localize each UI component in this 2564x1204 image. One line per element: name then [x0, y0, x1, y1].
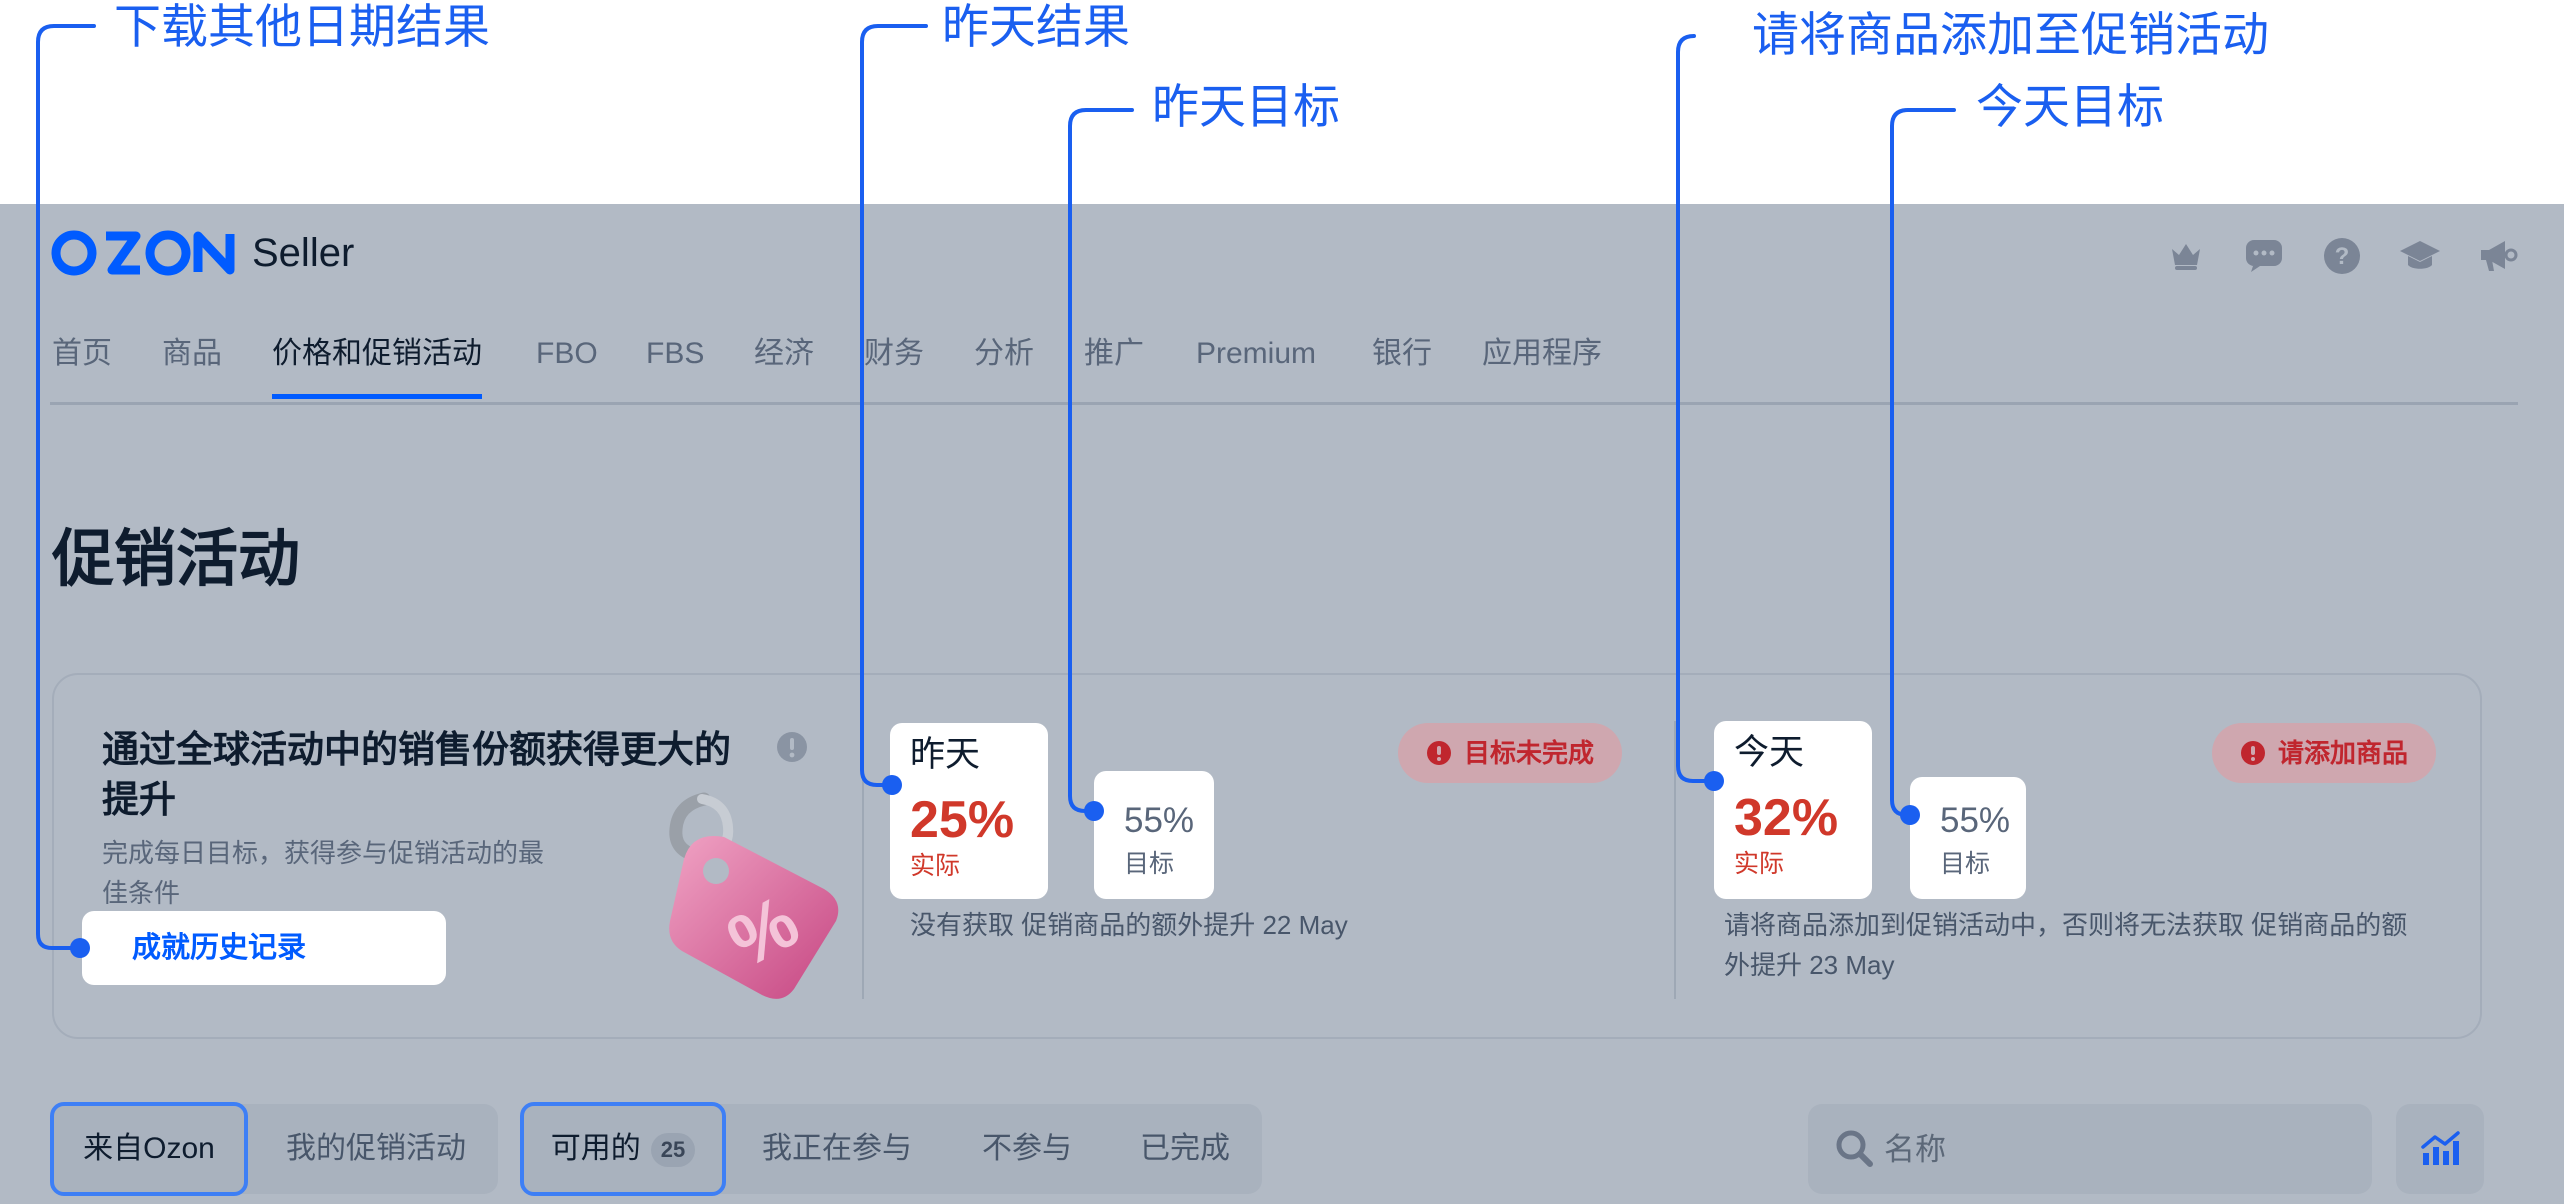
tab-promotion[interactable]: 推广 — [1084, 337, 1144, 370]
tab-participating[interactable]: 我正在参与 — [762, 1132, 912, 1165]
chat-icon[interactable] — [2242, 234, 2286, 278]
goal-not-met-badge: 目标未完成 — [1398, 723, 1623, 783]
yesterday-target-label: 目标 — [1124, 850, 1175, 878]
megaphone-icon[interactable] — [2476, 234, 2520, 278]
tab-bank[interactable]: 银行 — [1372, 337, 1432, 370]
today-actual-value: 32% — [1734, 789, 1839, 847]
tab-fbo[interactable]: FBO — [536, 337, 598, 370]
search-icon — [1834, 1128, 1874, 1173]
tab-not-participating[interactable]: 不参与 — [982, 1132, 1072, 1165]
help-icon[interactable]: ? — [2320, 234, 2364, 278]
page-title: 促销活动 — [52, 525, 301, 594]
tab-my-promotions[interactable]: 我的促销活动 — [286, 1132, 466, 1165]
annotation-add-products: 请将商品添加至促销活动 — [1752, 8, 2269, 61]
yesterday-target-value: 55% — [1124, 801, 1195, 840]
available-count-badge: 25 — [650, 1133, 696, 1168]
chart-icon — [2421, 1131, 2460, 1165]
annotation-yesterday-result: 昨天结果 — [942, 0, 1130, 53]
tab-completed[interactable]: 已完成 — [1140, 1132, 1230, 1165]
discount-tag-illustration: % — [644, 779, 904, 1014]
alert-icon — [2240, 740, 2266, 766]
yesterday-actual-label: 实际 — [910, 852, 961, 880]
yesterday-result-box: 昨天 25% 实际 — [890, 723, 1048, 899]
search-input[interactable] — [1882, 1104, 2356, 1196]
yesterday-label: 昨天 — [910, 735, 981, 774]
yesterday-note: 没有获取 促销商品的额外提升 22 May — [910, 910, 1348, 940]
source-tabs: 来自Ozon 我的促销活动 — [50, 1102, 498, 1196]
add-products-text: 请添加商品 — [2278, 738, 2409, 768]
alert-icon — [1426, 740, 1452, 766]
promo-title: 通过全球活动中的销售份额获得更大的提升 — [102, 729, 731, 820]
tab-analytics[interactable]: 分析 — [974, 337, 1034, 370]
tab-available[interactable]: 可用的 25 — [520, 1102, 726, 1196]
today-note: 请将商品添加到促销活动中，否则将无法获取 促销商品的额外提升 23 May — [1724, 910, 2408, 980]
today-result-box: 今天 32% 实际 — [1714, 721, 1872, 899]
today-target-label: 目标 — [1940, 850, 1991, 878]
card-divider — [862, 721, 864, 999]
seller-label: Seller — [252, 230, 355, 275]
tab-apps[interactable]: 应用程序 — [1482, 337, 1602, 370]
svg-text:?: ? — [2335, 243, 2350, 270]
tab-from-ozon[interactable]: 来自Ozon — [50, 1102, 248, 1196]
tab-premium[interactable]: Premium — [1196, 337, 1317, 370]
add-products-badge: 请添加商品 — [2212, 723, 2437, 783]
search-box — [1808, 1104, 2372, 1196]
crown-icon[interactable] — [2164, 234, 2208, 278]
tab-prices-promotions[interactable]: 价格和促销活动 — [272, 330, 482, 399]
yesterday-actual-value: 25% — [910, 791, 1015, 849]
achievement-history-button[interactable]: 成就历史记录 — [82, 911, 446, 985]
tab-fbs[interactable]: FBS — [646, 337, 705, 370]
tab-products[interactable]: 商品 — [162, 337, 222, 370]
main-nav: 首页 商品 价格和促销活动 FBO FBS 经济 财务 分析 推广 Premiu… — [50, 330, 2518, 405]
tab-home[interactable]: 首页 — [52, 337, 112, 370]
sales-share-card: 通过全球活动中的销售份额获得更大的提升 完成每日目标，获得参与促销活动的最佳条件… — [52, 673, 2482, 1039]
yesterday-target-box: 55% 目标 — [1094, 771, 1214, 899]
today-label: 今天 — [1734, 733, 1805, 772]
info-icon[interactable] — [776, 731, 808, 768]
annotation-download-other-dates: 下载其他日期结果 — [114, 0, 490, 53]
header-icons: ? — [2164, 234, 2520, 278]
today-target-box: 55% 目标 — [1910, 777, 2026, 899]
tab-available-label: 可用的 — [550, 1132, 641, 1165]
analytics-chart-button[interactable] — [2396, 1104, 2484, 1194]
status-tabs: 可用的 25 我正在参与 不参与 已完成 — [520, 1102, 1262, 1196]
annotation-yesterday-target: 昨天目标 — [1152, 80, 1340, 133]
today-actual-label: 实际 — [1734, 850, 1785, 878]
today-target-value: 55% — [1940, 801, 2011, 840]
tab-economy[interactable]: 经济 — [754, 337, 814, 370]
promo-description: 完成每日目标，获得参与促销活动的最佳条件 — [102, 838, 545, 908]
annotation-today-target: 今天目标 — [1976, 80, 2164, 133]
card-divider — [1674, 721, 1676, 999]
ozon-seller-logo[interactable]: Seller — [50, 228, 354, 278]
tab-finance[interactable]: 财务 — [864, 337, 924, 370]
goal-not-met-text: 目标未完成 — [1464, 738, 1595, 768]
graduation-cap-icon[interactable] — [2398, 234, 2442, 278]
ozon-logo-icon — [51, 230, 235, 276]
